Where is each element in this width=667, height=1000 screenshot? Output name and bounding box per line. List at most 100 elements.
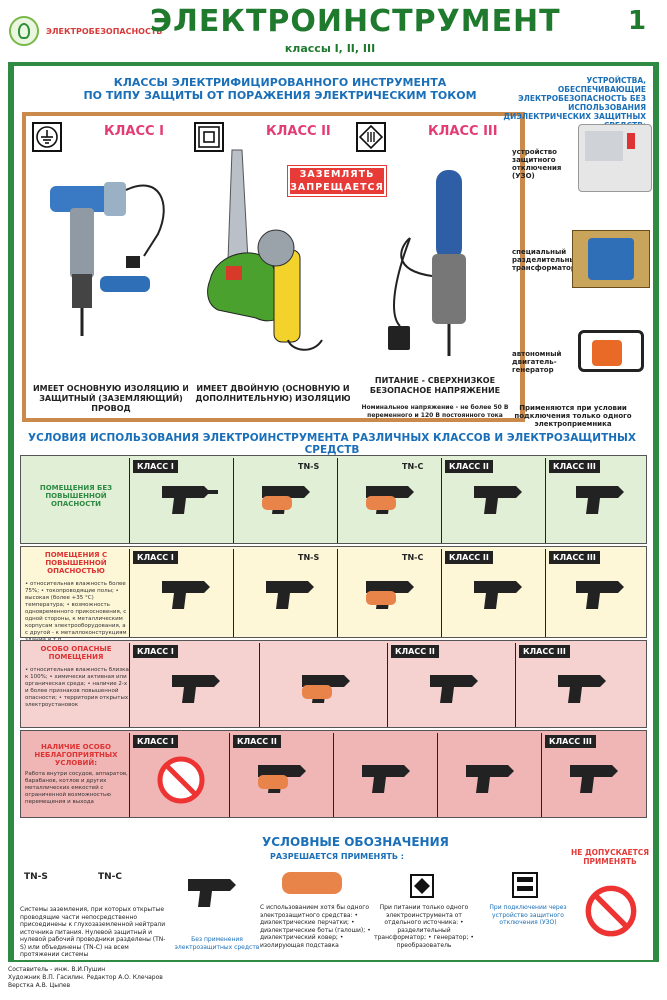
drill-with-glove-icon (366, 486, 414, 514)
low-voltage-icon (356, 122, 386, 152)
ground-symbol-icon (32, 122, 62, 152)
class-tag: КЛАСС I (133, 460, 178, 473)
uzo-device-icon (578, 124, 652, 192)
class1-desc: ИМЕЕТ ОСНОВНУЮ ИЗОЛЯЦИЮ И ЗАЩИТНЫЙ (ЗАЗЕ… (32, 384, 190, 413)
tns-symbol: TN-S (24, 872, 48, 882)
drill-icon (162, 581, 210, 609)
class3-sub: Номинальное напряжение - не более 50 В п… (361, 404, 509, 419)
screwdriver-icon (388, 170, 466, 356)
legend-one-source: При питании только одного электроинструм… (374, 904, 474, 949)
class-tag: КЛАСС III (549, 460, 600, 473)
credits: Составитель - инж. В.И.Пушин Художник В.… (8, 966, 163, 989)
drill-icon (172, 675, 220, 703)
class1-title: КЛАСС I (104, 124, 164, 139)
drill-icon (188, 879, 236, 907)
drill-icon (474, 581, 522, 609)
drill-with-glove-icon (366, 581, 414, 609)
drill-with-glove-icon (258, 765, 306, 793)
table-row: ПОМЕЩЕНИЯ С ПОВЫШЕННОЙ ОПАСНОСТЬЮ • отно… (20, 546, 647, 643)
table-cell: КЛАСС III (545, 458, 646, 543)
table-cell: TN-S (233, 458, 337, 543)
drill-icon (466, 765, 514, 793)
table-row: ПОМЕЩЕНИЯ БЕЗ ПОВЫШЕННОЙ ОПАСНОСТИ КЛАСС… (20, 455, 647, 544)
class2-title: КЛАСС II (266, 124, 331, 139)
row-desc: • относительная влажность близка к 100%;… (25, 667, 129, 708)
drill-icon (362, 765, 410, 793)
class-tag: КЛАСС II (391, 645, 439, 658)
table-cell: TN-S (233, 549, 337, 637)
tnc-symbol: TN-C (98, 872, 123, 882)
table-cell (259, 643, 387, 727)
table-cell: TN-C (337, 458, 441, 543)
tnc-label: TN-C (402, 462, 424, 471)
legend-forbidden: НЕ ДОПУСКАЕТСЯ ПРИМЕНЯТЬ (570, 848, 650, 866)
table-cell: TN-C (337, 549, 441, 637)
class-tag: КЛАСС II (233, 735, 281, 748)
table-row: ОСОБО ОПАСНЫЕ ПОМЕЩЕНИЯ • относительная … (20, 640, 647, 728)
table-cell (437, 733, 541, 817)
class-tag: КЛАСС III (545, 735, 596, 748)
device-uzo-label: устройство защитного отключения (УЗО) (512, 148, 562, 180)
row-desc: • относительная влажность более 75%; • т… (25, 581, 127, 643)
legend-title: УСЛОВНЫЕ ОБОЗНАЧЕНИЯ (262, 835, 449, 849)
legend-uzo: При подключении через устройство защитно… (489, 904, 567, 926)
device-generator-label: автономный двигатель-генератор (512, 350, 562, 374)
no-grounding-badge: ЗАЗЕМЛЯТЬ ЗАПРЕЩАЕТСЯ (288, 166, 386, 196)
header: ЭЛЕКТРОБЕЗОПАСНОСТЬ ЭЛЕКТРОИНСТРУМЕНТ кл… (0, 0, 667, 62)
table-cell: КЛАСС II (441, 549, 545, 637)
tns-label: TN-S (298, 462, 320, 471)
table-cell: КЛАСС III (545, 549, 646, 637)
row-desc: Работа внутри сосудов, аппаратов, бараба… (25, 771, 128, 805)
table-cell: КЛАСС I (129, 733, 229, 817)
page-title: ЭЛЕКТРОИНСТРУМЕНТ (150, 4, 561, 39)
drill-icon (570, 765, 618, 793)
table-cell: КЛАСС I (129, 458, 233, 543)
page-subtitle: классы I, II, III (284, 42, 376, 55)
device-transformer-label: специальный разделительный трансформатор (512, 248, 581, 272)
class3-desc: ПИТАНИЕ - СВЕРХНИЗКОЕ БЕЗОПАСНОЕ НАПРЯЖЕ… (369, 376, 501, 395)
separate-source-icon (410, 874, 434, 898)
section1-title: КЛАССЫ ЭЛЕКТРИФИЦИРОВАННОГО ИНСТРУМЕНТА … (83, 76, 477, 102)
class-tag: КЛАСС II (445, 551, 493, 564)
legend-no-protection: Без применения электрозащитных средств (174, 936, 260, 951)
saw-grinder-icon (207, 149, 323, 351)
class1-card: КЛАСС I ИМЕЕТ ОСНОВНУЮ ИЗОЛЯЦИЮ И ЗАЩИТН… (26, 116, 196, 418)
class-tag: КЛАСС I (133, 735, 178, 748)
brand-text: ЭЛЕКТРОБЕЗОПАСНОСТЬ (46, 27, 163, 36)
table-cell: КЛАСС II (441, 458, 545, 543)
devices-title: УСТРОЙСТВА, ОБЕСПЕЧИВАЮЩИЕ ЭЛЕКТРОБЕЗОПА… (503, 76, 646, 130)
drill-icon (162, 486, 218, 514)
class-tag: КЛАСС II (445, 460, 493, 473)
class2-desc: ИМЕЕТ ДВОЙНУЮ (ОСНОВНУЮ И ДОПОЛНИТЕЛЬНУЮ… (195, 384, 351, 403)
drill-icon (474, 486, 522, 514)
class2-card: КЛАСС II ИМЕЕТ ДВОЙНУЮ (ОСНОВНУЮ И ДОПОЛ… (188, 116, 358, 418)
page-number: 1 (628, 6, 647, 36)
class-tag: КЛАСС III (519, 645, 570, 658)
conditions-table: ПОМЕЩЕНИЯ БЕЗ ПОВЫШЕННОЙ ОПАСНОСТИ КЛАСС… (20, 455, 647, 819)
table-cell: КЛАСС III (541, 733, 646, 817)
logo-icon (9, 16, 39, 46)
drill-with-glove-icon (302, 675, 350, 703)
table-cell: КЛАСС III (515, 643, 646, 727)
legend-allowed: РАЗРЕШАЕТСЯ ПРИМЕНЯТЬ : (270, 852, 404, 861)
devices-note: Применяются при условии подключения толь… (514, 404, 632, 428)
prohibited-icon (585, 885, 637, 937)
section2-title: УСЛОВИЯ ИСПОЛЬЗОВАНИЯ ЭЛЕКТРОИНСТРУМЕНТА… (27, 432, 637, 456)
double-insulation-icon (194, 122, 224, 152)
drill-with-glove-icon (262, 486, 310, 514)
row-label: ПОМЕЩЕНИЯ С ПОВЫШЕННОЙ ОПАСНОСТЬЮ (44, 551, 108, 575)
drill-icon (266, 581, 314, 609)
class-tag: КЛАСС I (133, 551, 178, 564)
table-cell: КЛАСС II (229, 733, 333, 817)
prohibited-icon (157, 756, 205, 804)
class-tag: КЛАСС I (133, 645, 178, 658)
generator-icon (572, 320, 650, 386)
class-tag: КЛАСС III (549, 551, 600, 564)
uzo-icon (512, 872, 538, 898)
table-cell: КЛАСС II (387, 643, 515, 727)
row-label: ПОМЕЩЕНИЯ БЕЗ ПОВЫШЕННОЙ ОПАСНОСТИ (39, 484, 113, 508)
drill-icon (576, 581, 624, 609)
drill-icon (50, 182, 165, 336)
drill-icon (576, 486, 624, 514)
